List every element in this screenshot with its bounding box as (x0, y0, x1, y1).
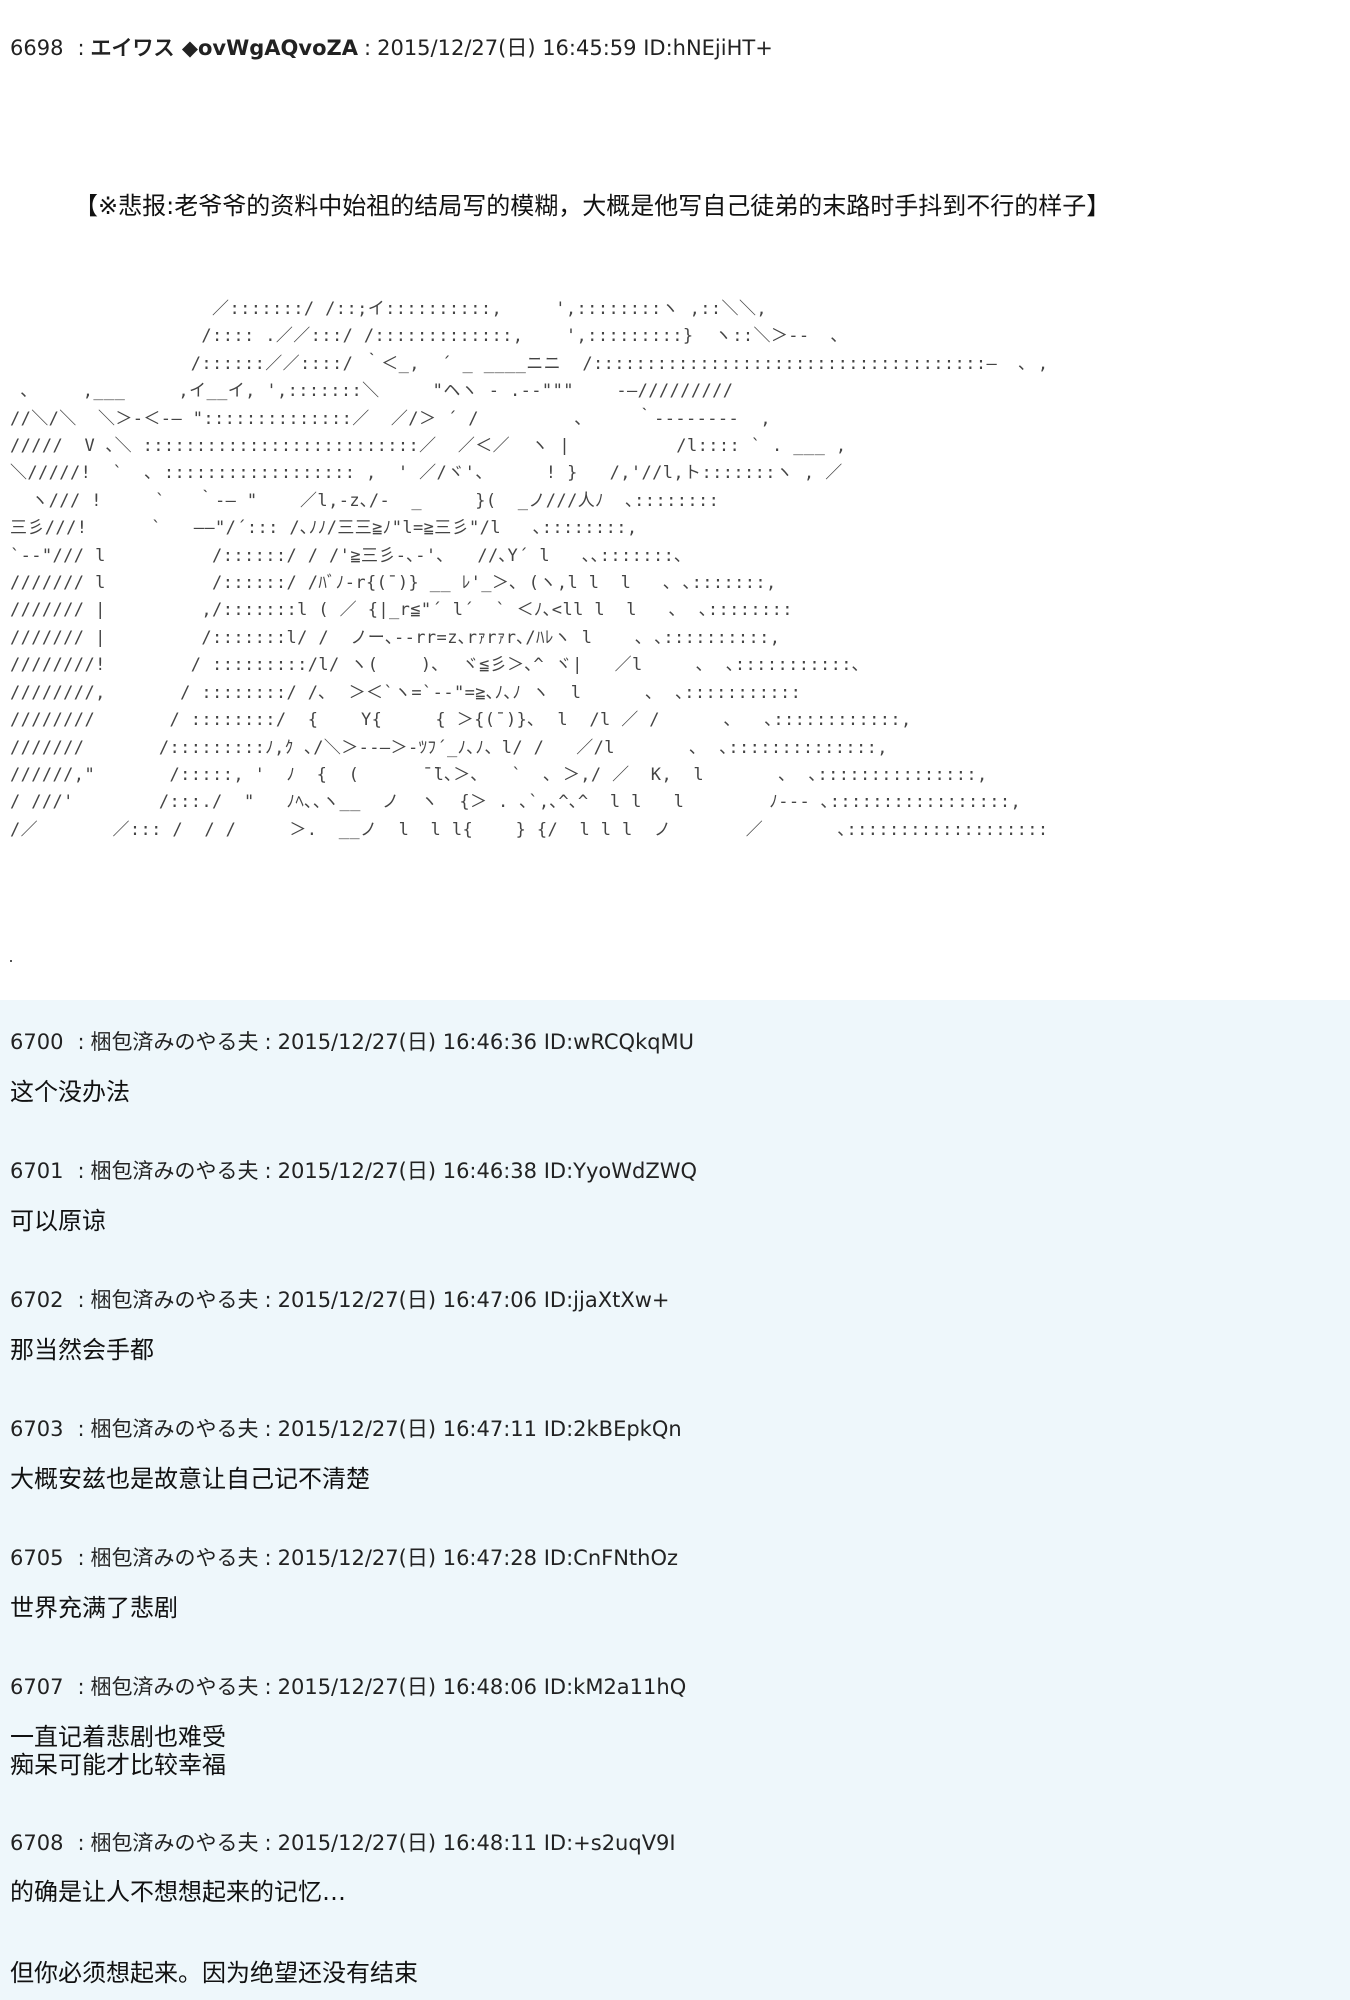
post-date: 2015/12/27(日) 16:47:11 (277, 1417, 538, 1441)
post-number: 6703 (10, 1417, 64, 1441)
post-header: 6708:梱包済みのやる夫:2015/12/27(日) 16:48:11 ID:… (10, 1831, 676, 1855)
ascii-art-line: /////// | ,/:::::::l ( ／ {|_r≦"´ l´ ` ＜ﾉ… (10, 600, 793, 621)
poster-id: ID:2kBEpkQn (543, 1417, 682, 1441)
post-body: 世界充满了悲剧 (10, 1594, 178, 1622)
poster-id: ID:hNEjiHT+ (643, 36, 773, 60)
ascii-art-line: ///// V ､＼ ::::::::::::::::::::::::::／ ／… (10, 436, 847, 457)
post-6698: 6698:エイワス ◆ovWgAQvoZA:2015/12/27(日) 16:4… (10, 36, 1111, 962)
poster-name: 梱包済みのやる夫 (90, 1030, 259, 1054)
post-date: 2015/12/27(日) 16:47:06 (277, 1288, 538, 1312)
post-body: 这个没办法 (10, 1078, 130, 1106)
notice-text: 【※悲报:老爷爷的资料中始祖的结局写的模糊，大概是他写自己徒弟的末路时手抖到不行… (74, 192, 1111, 220)
poster-id: ID:kM2a11hQ (543, 1675, 687, 1699)
post-body: 可以原谅 (10, 1207, 106, 1235)
ascii-art-line: ////////! / :::::::::/l/ ヽ( )､ ヾ≦彡＞､^ ヾ|… (10, 655, 861, 676)
ascii-art-line: /::::::／／::::/ ｀＜_, ´ _ ____ニニ /::::::::… (10, 353, 1049, 374)
ascii-art-line: /:::: .／／:::/ /:::::::::::::, ',::::::::… (10, 326, 840, 347)
post-header: 6701:梱包済みのやる夫:2015/12/27(日) 16:46:38 ID:… (10, 1159, 698, 1183)
poster-id: ID:+s2uqV9I (543, 1831, 676, 1855)
post-body: 那当然会手都 (10, 1336, 154, 1364)
post-number: 6701 (10, 1159, 64, 1183)
ascii-art-line: ////////, / ::::::::/ /､ ＞＜`ヽ=`--"=≧､ﾉ､ﾉ… (10, 682, 802, 703)
poster-name: 梱包済みのやる夫 (90, 1159, 259, 1183)
post-date: 2015/12/27(日) 16:47:28 (277, 1546, 538, 1570)
post-body: 一直记着悲剧也难受 痴呆可能才比较幸福 (10, 1723, 226, 1779)
poster-id: ID:YyoWdZWQ (543, 1159, 698, 1183)
ascii-art-line: /////// | /:::::::l/ / ノー､--rr=z､rｧrｧr､/… (10, 627, 781, 648)
poster-name: 梱包済みのやる夫 (90, 1288, 259, 1312)
post-number: 6707 (10, 1675, 64, 1699)
divider-dot (10, 960, 12, 962)
post-body: 的确是让人不想想起来的记忆… 但你必须想起来。因为绝望还没有结束 (10, 1878, 418, 1987)
post-date: 2015/12/27(日) 16:48:06 (277, 1675, 538, 1699)
ascii-art-line: ､ ,___ ,イ__イ, ',:::::::＼ "ヘヽ - .--""" -―… (10, 381, 734, 402)
ascii-art-line: /////// /:::::::::ﾉ,ｸ ､/＼＞--―＞-ﾂﾌ´_ﾉ､ﾉ、l… (10, 737, 888, 758)
post-body: 大概安兹也是故意让自己记不清楚 (10, 1465, 370, 1493)
post-date: 2015/12/27(日) 16:45:59 (377, 36, 637, 60)
ascii-art-line: //////// / ::::::::/ { Y{ { ＞{(¯)}､ l /l… (10, 710, 912, 731)
ascii-art-line: //＼/＼ ＼＞-＜-― "::::::::::::::／ ／/＞ ´ / ､ … (10, 408, 772, 429)
post-header: 6707:梱包済みのやる夫:2015/12/27(日) 16:48:06 ID:… (10, 1675, 687, 1699)
ascii-art: ／:::::::/ /::;イ::::::::::, ',::::::::ヽ ,… (10, 296, 1090, 846)
post-number: 6702 (10, 1288, 64, 1312)
ascii-art-line: //////," /:::::, ' ﾉ { ( ̄ ̄l､＞､ ` ､ ＞,/… (10, 764, 988, 785)
poster-name: 梱包済みのやる夫 (90, 1546, 259, 1570)
post-header: 6698:エイワス ◆ovWgAQvoZA:2015/12/27(日) 16:4… (10, 36, 773, 60)
post-date: 2015/12/27(日) 16:48:11 (277, 1831, 538, 1855)
ascii-art-line: ／:::::::/ /::;イ::::::::::, ',::::::::ヽ ,… (10, 299, 767, 319)
post-date: 2015/12/27(日) 16:46:38 (277, 1159, 538, 1183)
post-header: 6702:梱包済みのやる夫:2015/12/27(日) 16:47:06 ID:… (10, 1288, 670, 1312)
poster-name: エイワス ◆ovWgAQvoZA (90, 36, 359, 60)
poster-id: ID:jjaXtXw+ (543, 1288, 670, 1312)
post-header: 6700:梱包済みのやる夫:2015/12/27(日) 16:46:36 ID:… (10, 1030, 695, 1054)
post-number: 6705 (10, 1546, 64, 1570)
ascii-art-line: /／ ／::: / / / ＞. __ノ l l l{ } {/ l l l ノ… (10, 819, 1049, 840)
poster-name: 梱包済みのやる夫 (90, 1675, 259, 1699)
replies-area (0, 1000, 1350, 2000)
post-number: 6708 (10, 1831, 64, 1855)
poster-name: 梱包済みのやる夫 (90, 1831, 259, 1855)
post-number: 6698 (10, 36, 64, 60)
post-header: 6705:梱包済みのやる夫:2015/12/27(日) 16:47:28 ID:… (10, 1546, 679, 1570)
poster-id: ID:wRCQkqMU (543, 1030, 695, 1054)
post-date: 2015/12/27(日) 16:46:36 (277, 1030, 538, 1054)
ascii-art-line: / ///' /:::./ " ﾉﾍ､､ヽ__ ノ ヽ {＞ . ､`,､^､^… (10, 792, 1022, 813)
poster-id: ID:CnFNthOz (543, 1546, 679, 1570)
ascii-art-line: ヽ/// ! ` ｀-― " ／l,-z､/- _ }( _ノ///人ﾉ ､::… (10, 490, 720, 511)
ascii-art-line: 三彡///! ` ――"/´::: /､ﾉﾉ/三三≧ﾉ"l=≧三彡"/l ､::… (10, 518, 638, 539)
post-number: 6700 (10, 1030, 64, 1054)
ascii-art-line: `--"/// l /::::::/ / /'≧三彡-､-'､ //､Y´ l … (10, 545, 684, 566)
poster-name: 梱包済みのやる夫 (90, 1417, 259, 1441)
ascii-art-line: /////// l /::::::/ /ﾊﾞﾉ-r{(¯)} __ ﾚ'_＞､ … (10, 573, 777, 594)
post-header: 6703:梱包済みのやる夫:2015/12/27(日) 16:47:11 ID:… (10, 1417, 682, 1441)
ascii-art-line: ＼/////! ` ､ :::::::::::::::::: , ' ／/ヾ'、… (10, 463, 843, 484)
